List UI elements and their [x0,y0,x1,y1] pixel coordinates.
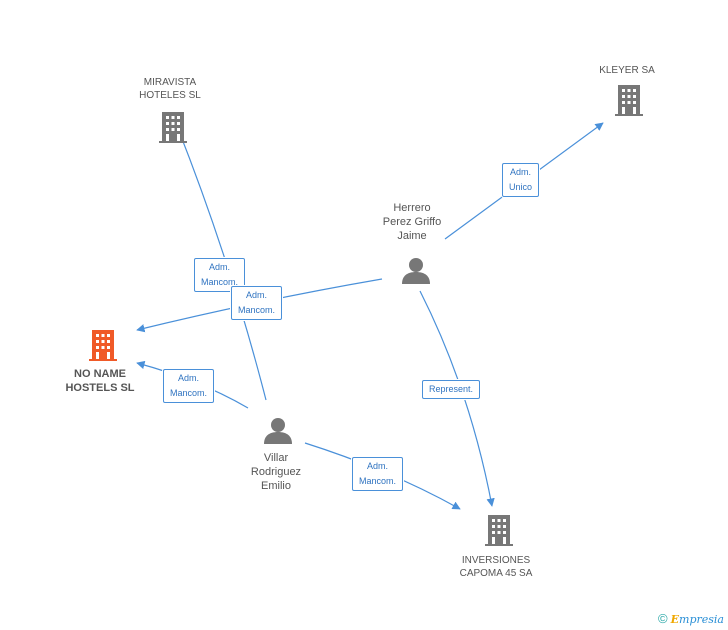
node-label-line: MIRAVISTA [143,77,197,88]
node-label-line: HOSTELS SL [65,382,135,394]
node-inversiones-label[interactable]: INVERSIONES CAPOMA 45 SA [446,554,546,580]
edge-label-line: Adm. [510,167,532,177]
edge-label-villar-inversiones[interactable]: Adm. Mancom. [352,457,404,491]
noname-building-icon[interactable] [89,330,117,361]
node-label-line: Herrero [393,202,431,214]
edge-label-herrero-inversiones[interactable]: Represent. [422,380,481,399]
edge-label-line: Mancom. [201,277,239,287]
edge-label-line: Adm. [209,262,231,272]
edge-label-line: Unico [509,182,533,192]
edge-label-line: Mancom. [170,388,208,398]
brand-name: mpresia [679,613,724,626]
node-label-line: Villar [263,452,289,464]
kleyer-building-icon[interactable] [615,85,643,116]
miravista-building-icon[interactable] [159,112,187,143]
edge-label-herrero-kleyer[interactable]: Adm. Unico [502,163,540,197]
copyright-icon: © [658,611,668,626]
node-label-line: KLEYER SA [599,65,655,76]
edge-label-herrero-noname[interactable]: Adm. Mancom. [231,286,283,320]
node-label-line: INVERSIONES [461,555,531,566]
herrero-person-icon[interactable] [402,258,430,284]
node-noname-label[interactable]: NO NAME HOSTELS SL [50,367,150,395]
node-herrero-label[interactable]: Herrero Perez Griffo Jaime [362,201,462,243]
edge-label-line: Mancom. [359,476,397,486]
inversiones-building-icon[interactable] [485,515,513,546]
empresia-logo[interactable]: ©Empresia [658,611,724,626]
node-miravista-label[interactable]: MIRAVISTA HOTELES SL [120,76,220,102]
villar-person-icon[interactable] [264,418,292,444]
node-label-line: Jaime [397,230,427,242]
edge-label-line: Mancom. [238,305,276,315]
edge-label-line: Adm. [246,290,268,300]
node-label-line: Emilio [261,480,291,492]
edge-label-villar-noname[interactable]: Adm. Mancom. [163,369,215,403]
node-label-line: NO NAME [74,368,126,380]
brand-initial: E [670,613,680,626]
node-kleyer-label[interactable]: KLEYER SA [577,64,677,77]
edge-label-line: Adm. [178,373,200,383]
edge-label-line: Represent. [429,384,474,394]
edge-label-line: Adm. [367,461,389,471]
node-label-line: CAPOMA 45 SA [459,568,533,579]
node-villar-label[interactable]: Villar Rodriguez Emilio [226,451,326,493]
node-label-line: HOTELES SL [139,90,201,101]
node-label-line: Perez Griffo [382,216,442,228]
node-label-line: Rodriguez [250,466,302,478]
